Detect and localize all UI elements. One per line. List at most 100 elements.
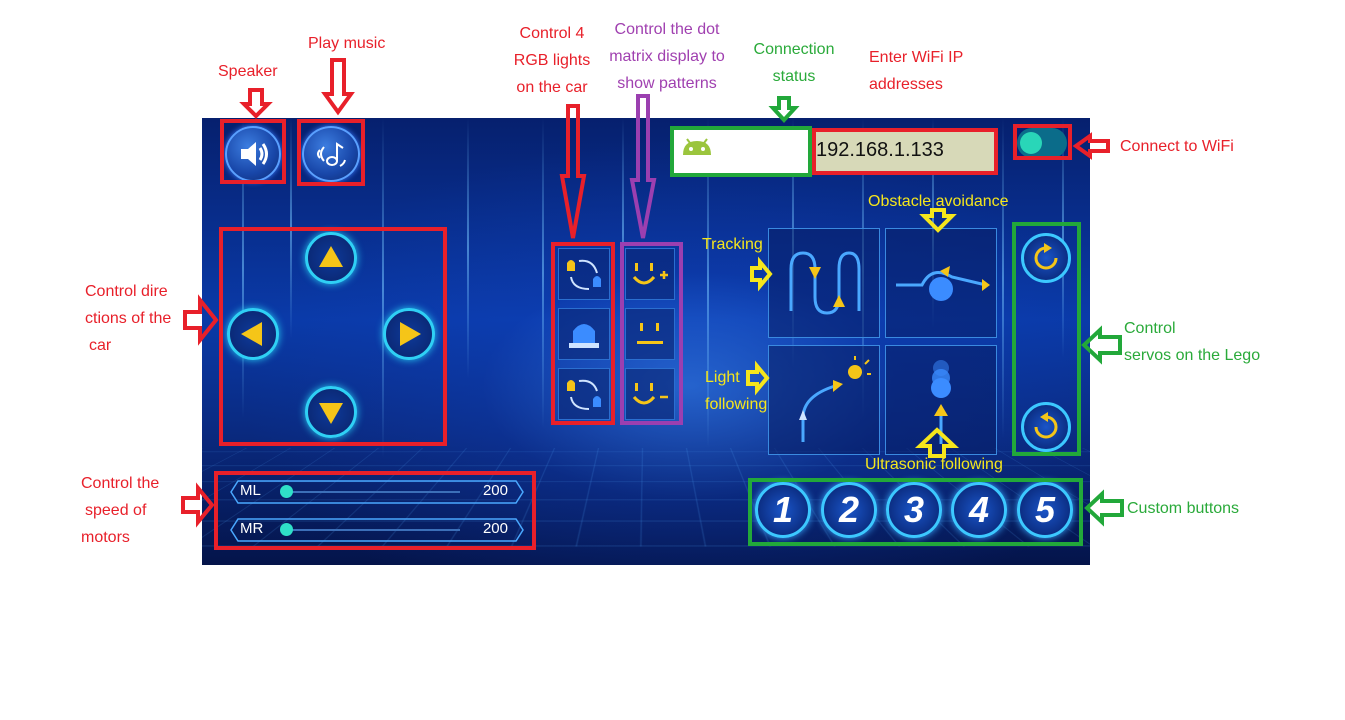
obstacle-avoidance-mode-button[interactable] bbox=[885, 228, 997, 338]
custom-annotation: Custom buttons bbox=[1127, 500, 1240, 517]
light-following-mode-button[interactable] bbox=[768, 345, 880, 455]
servo-annotation: Control servos on the Lego bbox=[1124, 320, 1261, 364]
ultrasonic-following-mode-button[interactable] bbox=[885, 345, 997, 455]
custom-button-3[interactable]: 3 bbox=[886, 482, 942, 538]
slider-frame bbox=[230, 480, 524, 504]
speaker-arrow bbox=[239, 88, 273, 119]
ultrasonic-following-icon bbox=[931, 360, 951, 444]
connection-annotation: Connection status bbox=[753, 41, 835, 85]
smile-plus-icon bbox=[632, 263, 668, 285]
dot-matrix-prev-button[interactable] bbox=[625, 368, 675, 420]
motor-left-label: ML bbox=[240, 482, 261, 499]
custom-button-4[interactable]: 4 bbox=[951, 482, 1007, 538]
bg-light-streak bbox=[382, 118, 384, 458]
ip-highlight bbox=[812, 128, 998, 175]
backward-button[interactable] bbox=[305, 386, 357, 438]
dot-matrix-arrow bbox=[629, 94, 657, 239]
wifi-ip-field[interactable]: 192.168.1.133 bbox=[816, 131, 996, 171]
connection-status-box bbox=[673, 129, 809, 174]
dot-matrix-next-button[interactable] bbox=[625, 248, 675, 300]
motor-right-label: MR bbox=[240, 520, 264, 537]
rgb-cycle-reverse-button[interactable] bbox=[558, 368, 610, 420]
speed-annotation: Control the speed of motors bbox=[81, 475, 160, 546]
speaker-annotation: Speaker bbox=[218, 63, 278, 80]
direction-arrow bbox=[183, 294, 219, 346]
rotate-ccw-icon bbox=[1034, 412, 1058, 439]
music-annotation: Play music bbox=[308, 35, 386, 52]
custom-arrow bbox=[1084, 489, 1124, 527]
wifi-annotation: Connect to WiFi bbox=[1120, 138, 1234, 155]
music-highlight bbox=[297, 119, 365, 186]
tracking-mode-button[interactable] bbox=[768, 228, 880, 338]
ultrasonic-arrow bbox=[914, 427, 960, 458]
direction-annotation: Control dire ctions of the car bbox=[85, 283, 172, 354]
android-icon bbox=[683, 138, 711, 155]
wifi-arrow bbox=[1072, 132, 1110, 160]
arrow-right-icon bbox=[400, 322, 421, 346]
obstacle-arrow bbox=[919, 208, 957, 233]
rgb-cycle-button[interactable] bbox=[558, 248, 610, 300]
status-arrow bbox=[768, 96, 800, 123]
dot-matrix-face-button[interactable] bbox=[625, 308, 675, 360]
motor-right-value: 200 bbox=[482, 520, 508, 537]
speaker-button[interactable] bbox=[225, 126, 281, 182]
obstacle-annotation: Obstacle avoidance bbox=[868, 193, 1009, 210]
servo-rotate-cw-button[interactable] bbox=[1021, 233, 1071, 283]
rgb-annotation: Control 4 RGB lights on the car bbox=[513, 25, 591, 96]
play-music-button[interactable] bbox=[302, 126, 360, 182]
speaker-icon bbox=[241, 142, 268, 166]
rotate-cw-icon bbox=[1034, 243, 1058, 270]
ultrasonic-annotation: Ultrasonic following bbox=[865, 456, 1003, 473]
bg-light-streak bbox=[242, 118, 244, 418]
speed-arrow bbox=[181, 482, 215, 528]
slider-track bbox=[286, 529, 460, 531]
neutral-face-icon bbox=[637, 323, 663, 344]
toggle-highlight bbox=[1013, 124, 1072, 160]
tracking-annotation: Tracking bbox=[702, 236, 763, 253]
music-arrow bbox=[321, 58, 355, 116]
slider-knob[interactable] bbox=[280, 523, 293, 536]
custom-button-1[interactable]: 1 bbox=[755, 482, 811, 538]
rgb-cycle-reverse-icon bbox=[567, 379, 601, 410]
wifi-connect-toggle[interactable] bbox=[1017, 128, 1067, 158]
motor-left-value: 200 bbox=[482, 482, 508, 499]
bg-light-streak bbox=[542, 118, 544, 428]
custom-button-2[interactable]: 2 bbox=[821, 482, 877, 538]
obstacle-avoidance-icon bbox=[896, 266, 990, 301]
forward-button[interactable] bbox=[305, 232, 357, 284]
bg-light-streak bbox=[707, 118, 709, 448]
slider-frame bbox=[230, 518, 524, 542]
arrow-up-icon bbox=[319, 246, 343, 267]
dot-matrix-highlight bbox=[620, 242, 683, 425]
left-button[interactable] bbox=[227, 308, 279, 360]
music-note-icon bbox=[317, 142, 346, 167]
rgb-lamp-icon bbox=[569, 324, 599, 348]
status-highlight bbox=[670, 126, 812, 177]
rgb-arrow bbox=[559, 104, 587, 239]
smile-minus-icon bbox=[632, 383, 668, 405]
arrow-down-icon bbox=[319, 403, 343, 424]
servo-arrow bbox=[1081, 325, 1122, 365]
wifi-ip-value: 192.168.1.133 bbox=[816, 139, 944, 161]
tracking-icon bbox=[789, 251, 861, 315]
custom-button-5[interactable]: 5 bbox=[1017, 482, 1073, 538]
rgb-highlight bbox=[551, 242, 615, 425]
bg-light-streak bbox=[467, 118, 469, 378]
slider-track bbox=[286, 491, 460, 493]
rgb-lamp-button[interactable] bbox=[558, 308, 610, 360]
slider-knob[interactable] bbox=[280, 485, 293, 498]
custom-highlight bbox=[748, 478, 1083, 546]
dot-matrix-annotation: Control the dot matrix display to show p… bbox=[609, 21, 725, 92]
ip-annotation: Enter WiFi IP addresses bbox=[869, 49, 964, 93]
speaker-highlight bbox=[220, 119, 286, 184]
toggle-knob bbox=[1020, 132, 1042, 154]
bg-light-streak bbox=[622, 118, 624, 348]
light-annotation: Light following bbox=[705, 369, 768, 413]
motor-right-slider[interactable]: MR 200 bbox=[230, 518, 524, 542]
servo-rotate-ccw-button[interactable] bbox=[1021, 402, 1071, 452]
motor-left-slider[interactable]: ML 200 bbox=[230, 480, 524, 504]
light-following-icon bbox=[799, 356, 871, 442]
right-button[interactable] bbox=[383, 308, 435, 360]
speed-highlight bbox=[214, 471, 536, 550]
